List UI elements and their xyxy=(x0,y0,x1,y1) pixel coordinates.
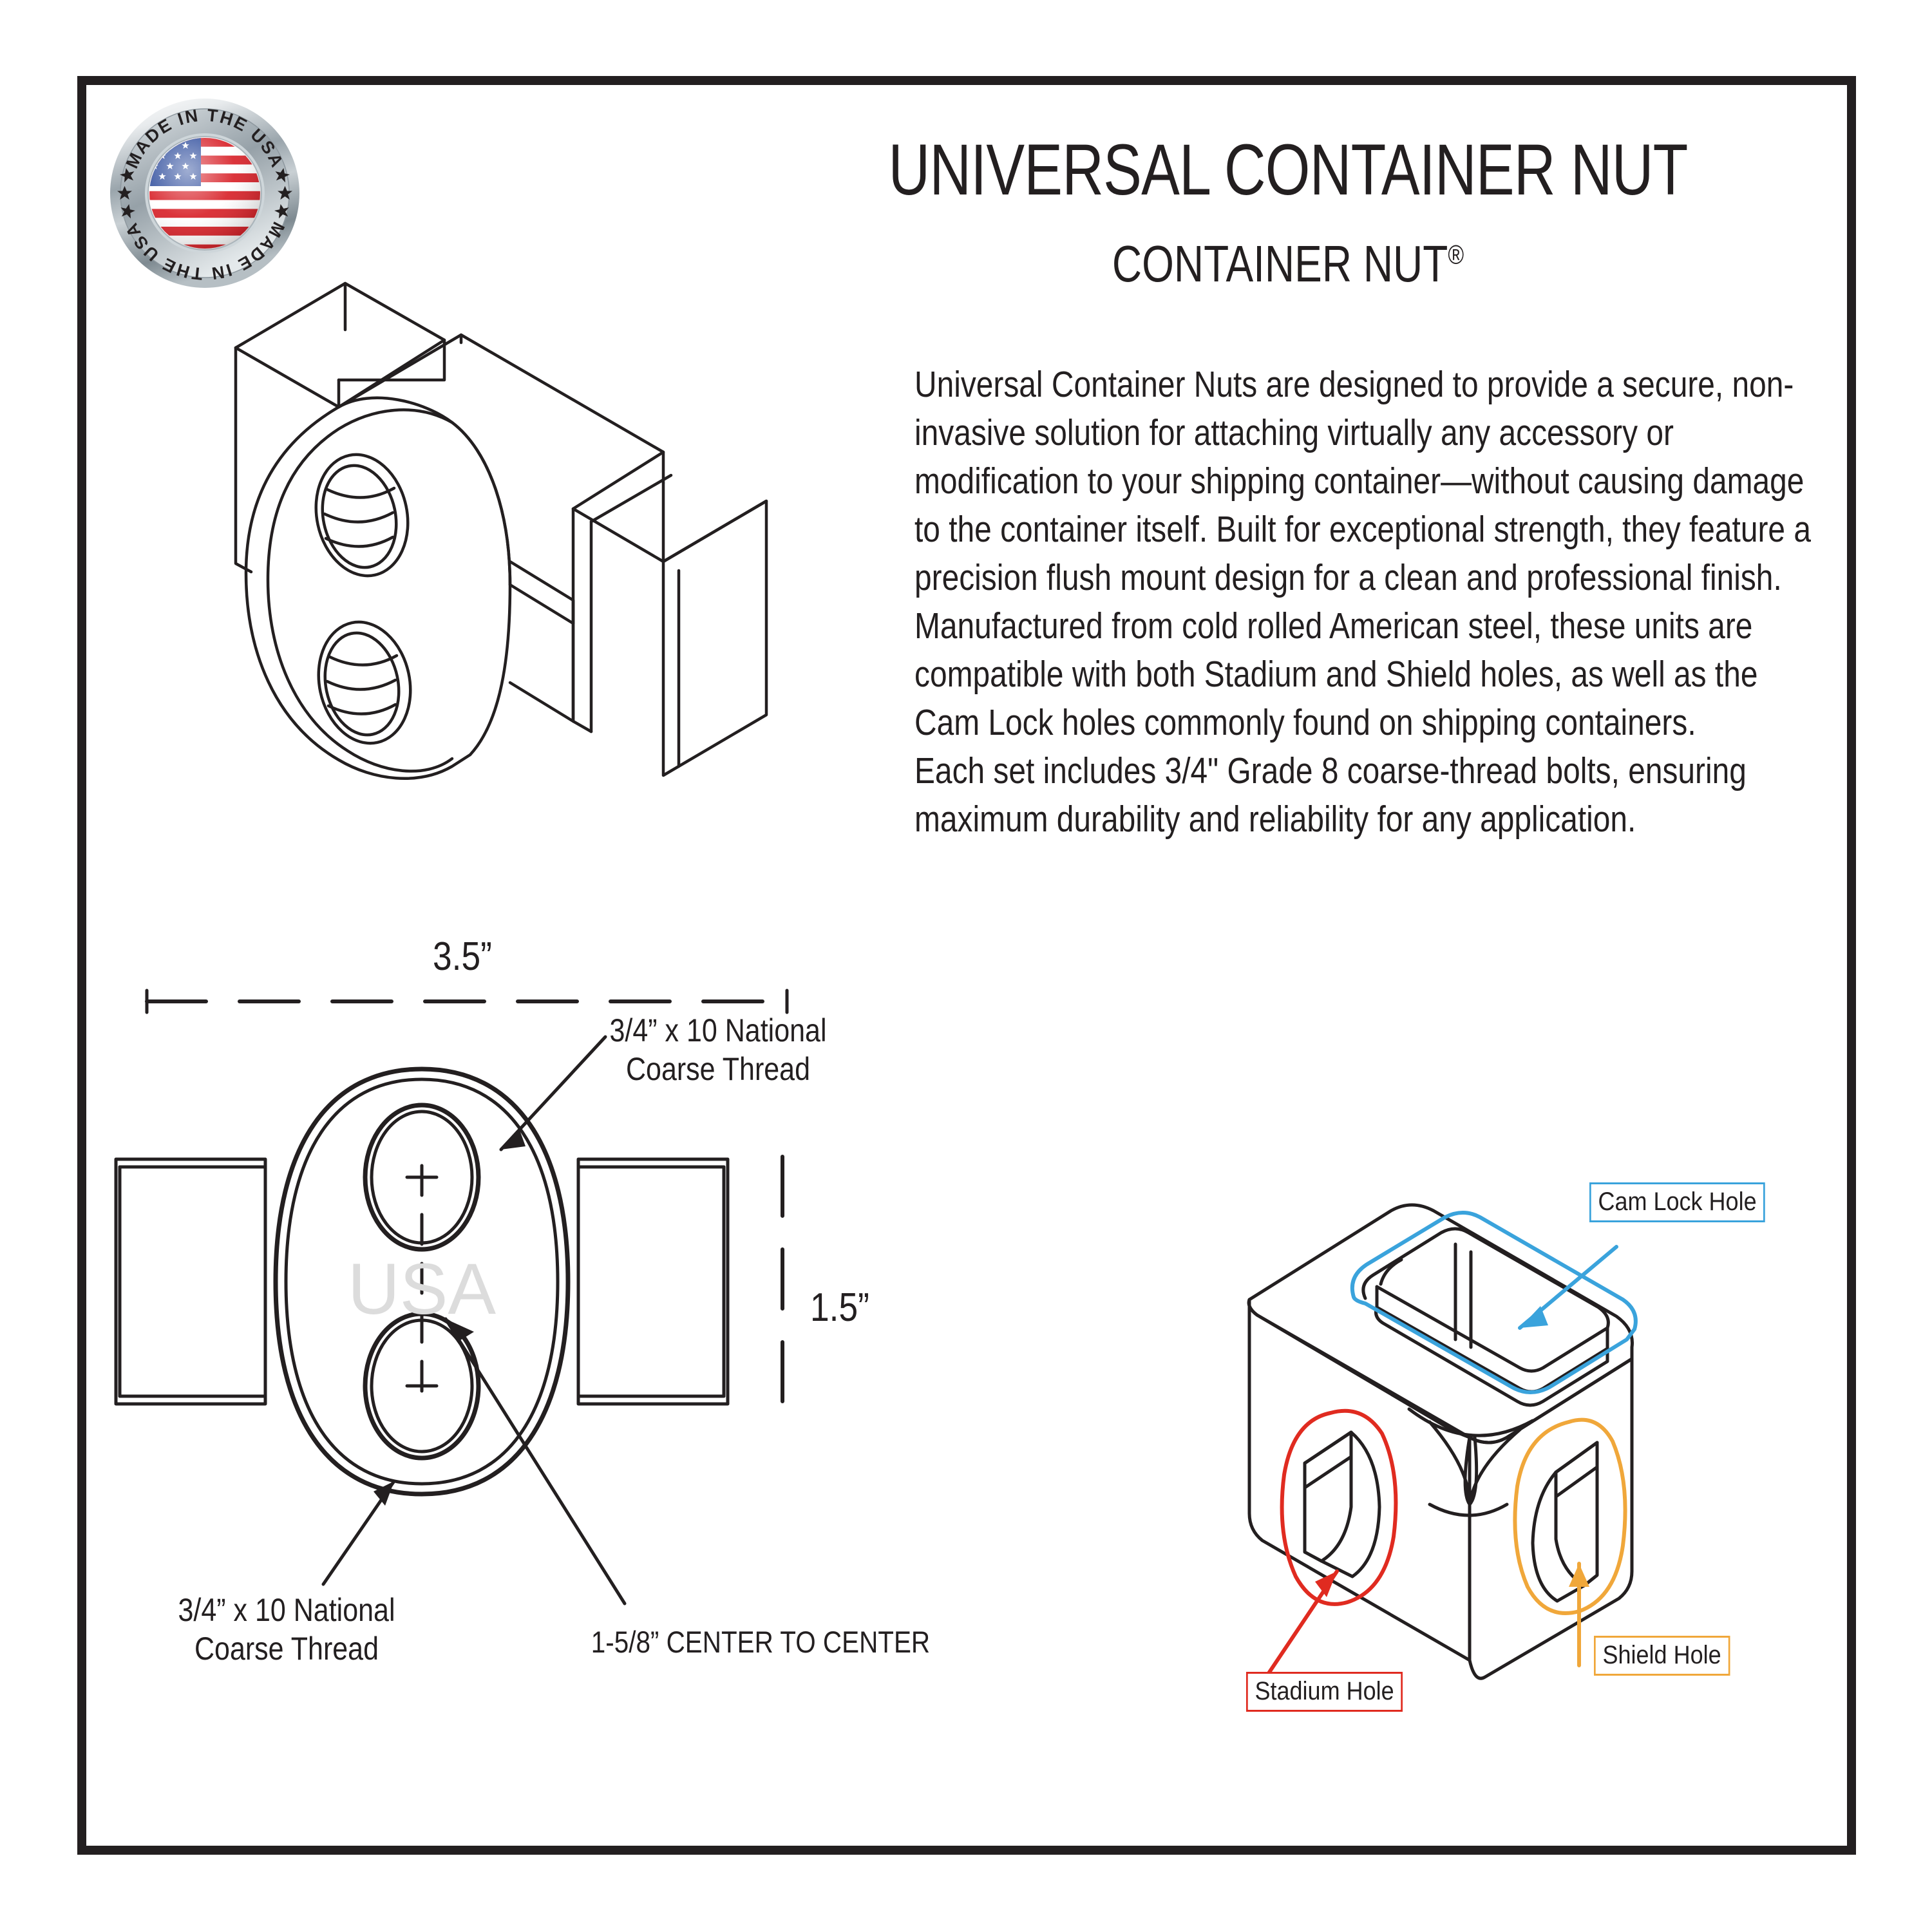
callout-thread-top-line1: 3/4” x 10 National xyxy=(609,1012,827,1048)
cam-lock-highlight xyxy=(1350,1211,1638,1394)
drawing-frame-border xyxy=(77,76,1856,1855)
callout-center-to-center: 1-5/8” CENTER TO CENTER xyxy=(591,1625,931,1659)
description-paragraph-2: Each set includes 3/4" Grade 8 coarse-th… xyxy=(914,750,1747,840)
label-shield-hole: Shield Hole xyxy=(1594,1636,1730,1676)
registered-mark: ® xyxy=(1448,239,1464,270)
usa-watermark: USA xyxy=(348,1249,497,1329)
callout-thread-bottom-line1: 3/4” x 10 National xyxy=(178,1592,395,1628)
centerline xyxy=(405,1164,439,1406)
callout-thread-top: 3/4” x 10 National Coarse Thread xyxy=(601,1011,834,1088)
callout-thread-bottom-line2: Coarse Thread xyxy=(194,1631,379,1667)
shield-hole-highlight xyxy=(1513,1417,1627,1667)
page-subtitle: CONTAINER NUT® xyxy=(850,238,1726,290)
leader-thread-bottom xyxy=(321,1479,396,1586)
dimension-line-width xyxy=(145,989,789,1014)
leader-center-to-center xyxy=(444,1317,627,1605)
isometric-view-drawing xyxy=(213,270,831,850)
dimension-label-height: 1.5” xyxy=(810,1285,869,1330)
dimension-label-width: 3.5” xyxy=(433,934,492,979)
label-stadium-hole: Stadium Hole xyxy=(1246,1672,1403,1712)
page-title: UNIVERSAL CONTAINER NUT xyxy=(888,129,1688,210)
description-paragraph-1: Universal Container Nuts are designed to… xyxy=(914,364,1811,743)
leader-thread-top xyxy=(499,1035,607,1151)
callout-thread-top-line2: Coarse Thread xyxy=(625,1051,811,1087)
callout-thread-bottom: 3/4” x 10 National Coarse Thread xyxy=(159,1591,414,1668)
stadium-hole-highlight xyxy=(1264,1408,1398,1679)
label-cam-lock-hole: Cam Lock Hole xyxy=(1589,1182,1766,1222)
made-in-usa-badge: MADE IN THE USA MADE IN THE USA xyxy=(108,97,301,290)
corner-casting-drawing xyxy=(1172,1146,1829,1726)
page-subtitle-text: CONTAINER NUT xyxy=(1112,235,1448,292)
product-description: Universal Container Nuts are designed to… xyxy=(914,361,1829,844)
front-view-drawing: USA xyxy=(114,953,876,1662)
